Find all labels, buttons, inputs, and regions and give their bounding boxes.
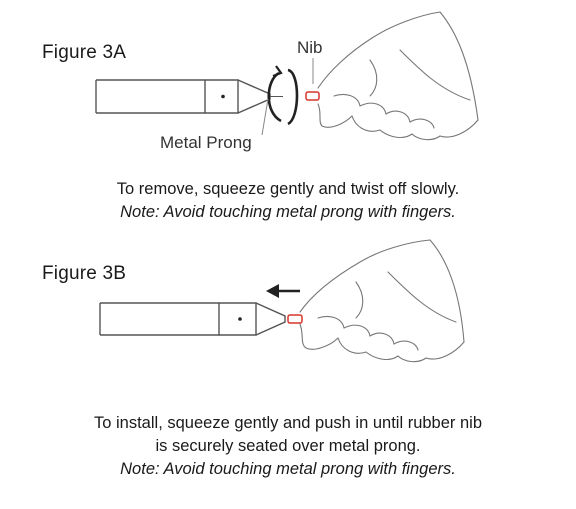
stylus-3b — [99, 302, 286, 336]
figure-3a-caption: To remove, squeeze gently and twist off … — [116, 180, 460, 198]
figure-3b-caption-line2: is securely seated over metal prong. — [155, 437, 421, 455]
nib-callout-label: Nib — [297, 38, 323, 57]
nib-3a — [305, 91, 320, 101]
hand-3b — [299, 239, 465, 363]
figure-3a-note: Note: Avoid touching metal prong with fi… — [120, 203, 456, 221]
push-arrow-icon — [266, 284, 300, 298]
nib-3b — [287, 314, 303, 324]
figure-3a-label: Figure 3A — [42, 42, 127, 63]
stylus-3a — [95, 79, 283, 114]
stylus-dot-3a — [221, 94, 225, 99]
stylus-dot-3b — [238, 317, 242, 321]
hand-3a — [317, 11, 479, 141]
metal-prong-callout-label: Metal Prong — [160, 133, 252, 152]
figure-3b-caption-line1: To install, squeeze gently and push in u… — [94, 414, 482, 432]
twist-arrow-icon — [267, 65, 299, 126]
figure-3b-note: Note: Avoid touching metal prong with fi… — [120, 460, 456, 478]
prong-callout-line — [261, 98, 269, 136]
figure-3b-label: Figure 3B — [42, 263, 127, 284]
